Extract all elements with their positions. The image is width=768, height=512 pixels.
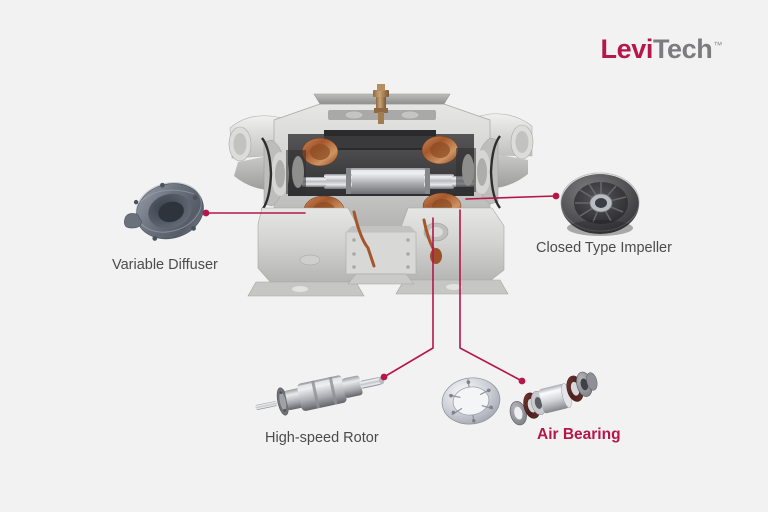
brand-logo: LeviTech™ — [600, 34, 723, 64]
trademark-symbol: ™ — [713, 40, 722, 50]
foil-bearing-ring-part — [436, 374, 506, 428]
brass-terminal-post — [373, 84, 389, 124]
rotor-shaft-assembly — [302, 168, 474, 194]
closed-type-impeller-part — [553, 166, 647, 240]
callout-label-closed-type-impeller: Closed Type Impeller — [536, 240, 672, 256]
copper-terminal — [430, 248, 442, 264]
left-impeller-stack — [261, 137, 306, 211]
brand-name-primary: Levi — [600, 34, 654, 64]
air-bearing-part — [506, 366, 602, 426]
compressor-cutaway-render — [228, 84, 534, 316]
callout-label-air-bearing: Air Bearing — [537, 426, 621, 443]
center-mount-plate — [345, 226, 417, 285]
callout-label-variable-diffuser: Variable Diffuser — [112, 257, 218, 273]
lower-casing-left — [247, 207, 365, 297]
high-speed-rotor-part — [248, 366, 388, 422]
right-impeller-stack — [456, 135, 501, 209]
brand-name-secondary: Tech — [652, 34, 713, 64]
callout-label-high-speed-rotor: High-speed Rotor — [265, 430, 379, 446]
variable-diffuser-part — [118, 172, 216, 252]
copper-lead — [352, 210, 376, 268]
